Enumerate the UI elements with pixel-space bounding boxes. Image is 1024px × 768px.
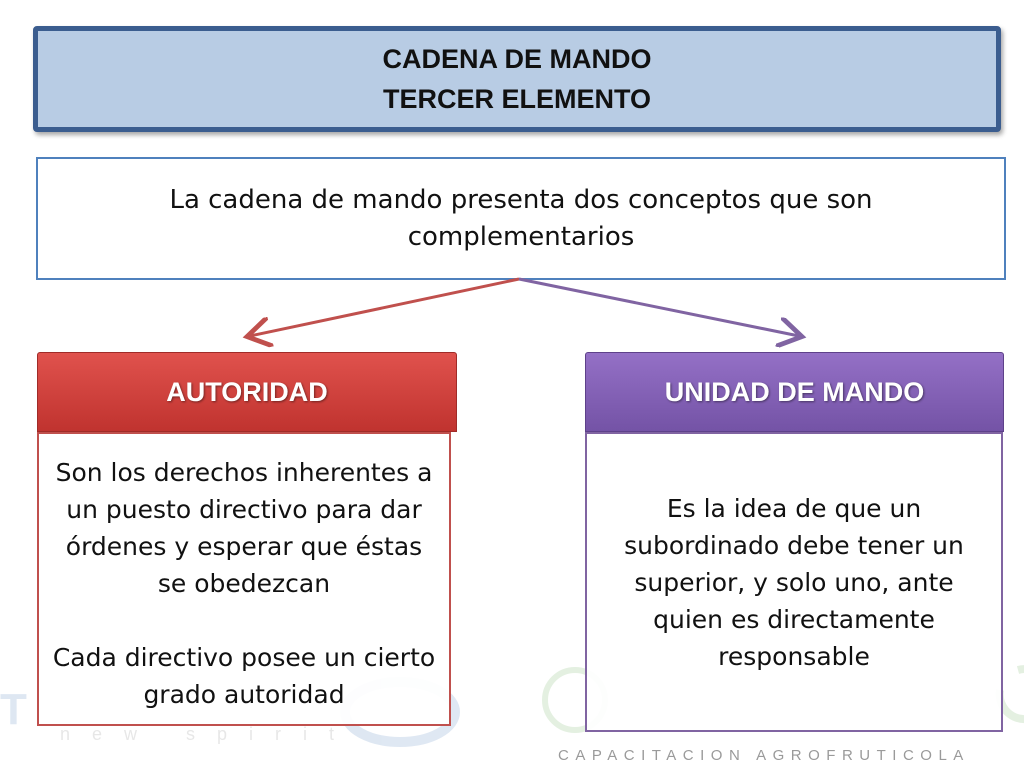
title-line-2: TERCER ELEMENTO: [382, 84, 652, 114]
title-banner: CADENA DE MANDO TERCER ELEMENTO: [33, 26, 1001, 132]
intro-text: La cadena de mando presenta dos concepto…: [169, 184, 873, 252]
autoridad-body: Son los derechos inherentes a un puesto …: [37, 432, 451, 726]
autoridad-paragraph-2: Cada directivo posee un cierto grado aut…: [52, 643, 436, 709]
unidad-de-mando-header: UNIDAD DE MANDO: [585, 352, 1004, 432]
arrow-to-autoridad: [250, 277, 520, 336]
autoridad-paragraph-1: Son los derechos inherentes a un puesto …: [55, 458, 433, 598]
intro-box: La cadena de mando presenta dos concepto…: [36, 157, 1006, 280]
watermark-brand: CAPACITACION AGROFRUTICOLA: [558, 747, 970, 764]
watermark-tagline: new spirit: [60, 724, 356, 744]
autoridad-header: AUTORIDAD: [37, 352, 457, 432]
arrow-to-unidad-de-mando: [518, 277, 799, 336]
watermark-letter-t: T: [0, 685, 27, 734]
watermark-g-icon: [995, 665, 1024, 724]
title-line-1: CADENA DE MANDO: [382, 44, 652, 74]
unidad-de-mando-body: Es la idea de que un subordinado debe te…: [585, 432, 1003, 732]
unidad-de-mando-paragraph: Es la idea de que un subordinado debe te…: [624, 493, 964, 671]
